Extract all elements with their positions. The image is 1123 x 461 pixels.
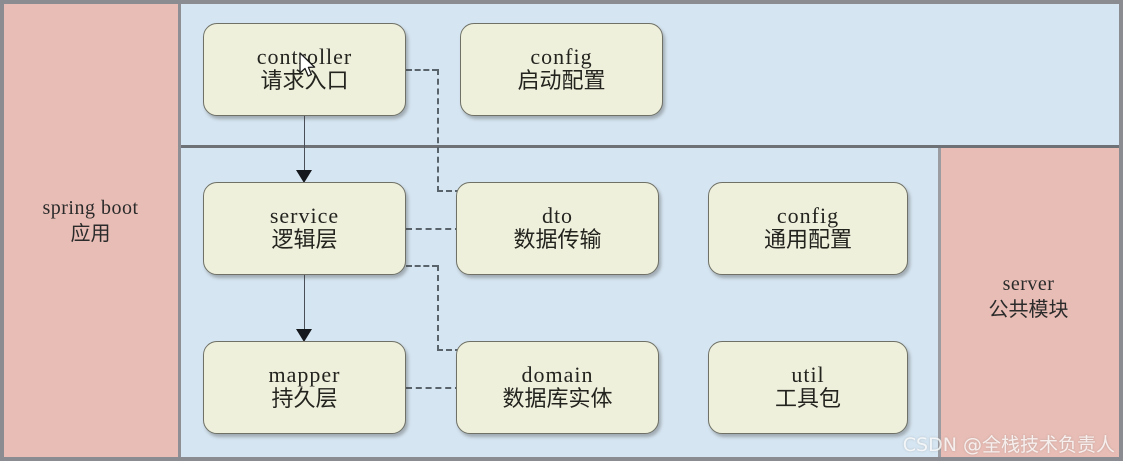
panel-divider bbox=[181, 145, 1123, 148]
node-util-title: util bbox=[791, 361, 825, 387]
node-dto-subtitle: 数据传输 bbox=[513, 227, 602, 253]
node-mapper[interactable]: mapper 持久层 bbox=[203, 341, 406, 434]
connector-service-mapper bbox=[304, 275, 305, 335]
spring-boot-label-cn: 应用 bbox=[70, 220, 111, 245]
spring-boot-panel-label: spring boot 应用 bbox=[0, 196, 181, 246]
node-util[interactable]: util 工具包 bbox=[708, 341, 908, 434]
node-config-common-subtitle: 通用配置 bbox=[763, 227, 852, 253]
server-label-en: server bbox=[1002, 273, 1055, 295]
connector-service-branch-v bbox=[437, 265, 439, 351]
connector-mapper-domain bbox=[406, 387, 461, 389]
server-label-cn: 公共模块 bbox=[988, 296, 1069, 321]
connector-controller-branch-h bbox=[406, 69, 438, 71]
csdn-watermark: CSDN @全栈技术负责人 bbox=[902, 434, 1115, 456]
node-mapper-title: mapper bbox=[268, 361, 341, 387]
arrowhead-mapper bbox=[296, 329, 312, 342]
node-config-boot-title: config bbox=[530, 43, 593, 69]
node-config-common[interactable]: config 通用配置 bbox=[708, 182, 908, 275]
node-dto-title: dto bbox=[541, 202, 574, 228]
connector-service-dto bbox=[406, 228, 461, 230]
node-mapper-subtitle: 持久层 bbox=[271, 386, 338, 412]
node-domain-title: domain bbox=[521, 361, 594, 387]
mouse-cursor-icon bbox=[299, 52, 316, 77]
node-controller-subtitle: 请求入口 bbox=[260, 68, 349, 94]
node-dto[interactable]: dto 数据传输 bbox=[456, 182, 659, 275]
node-domain[interactable]: domain 数据库实体 bbox=[456, 341, 659, 434]
spring-boot-panel bbox=[0, 0, 181, 461]
connector-controller-service bbox=[304, 116, 305, 176]
connector-service-branch-h bbox=[406, 265, 438, 267]
node-service-subtitle: 逻辑层 bbox=[271, 227, 338, 253]
node-config-boot[interactable]: config 启动配置 bbox=[460, 23, 663, 116]
server-panel-label: server 公共模块 bbox=[938, 272, 1119, 322]
connector-controller-branch-v bbox=[437, 69, 439, 192]
node-config-boot-subtitle: 启动配置 bbox=[517, 68, 606, 94]
node-service[interactable]: service 逻辑层 bbox=[203, 182, 406, 275]
node-domain-subtitle: 数据库实体 bbox=[502, 386, 613, 412]
connector-service-domain bbox=[437, 349, 461, 351]
node-util-subtitle: 工具包 bbox=[774, 386, 841, 412]
connector-controller-dto bbox=[437, 190, 461, 192]
spring-boot-label-en: spring boot bbox=[42, 197, 139, 219]
node-config-common-title: config bbox=[776, 202, 840, 228]
arrowhead-service bbox=[296, 170, 312, 183]
node-service-title: service bbox=[269, 202, 340, 228]
